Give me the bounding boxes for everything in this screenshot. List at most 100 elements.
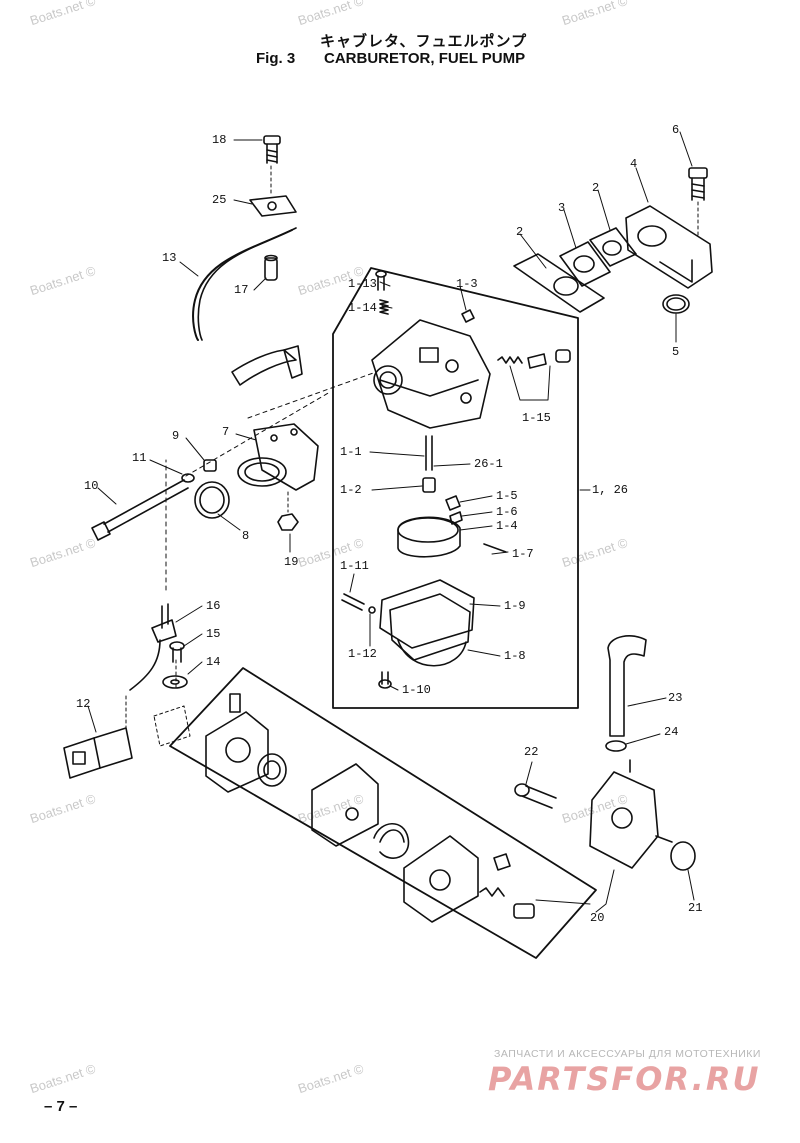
carburetor-body (371, 319, 491, 429)
callout-1-7: 1-7 (512, 547, 534, 561)
brand-subtitle: ЗАПЧАСТИ И АКСЕССУАРЫ ДЛЯ МОТОТЕХНИКИ (494, 1048, 761, 1060)
japanese-title: キャブレタ、フュエルポンプ (320, 32, 528, 50)
callout-1-9: 1-9 (504, 599, 526, 613)
callout-17: 17 (234, 283, 249, 297)
gasket-part-8 (194, 481, 230, 519)
pump-spring-part (373, 822, 410, 859)
callout-13: 13 (162, 251, 177, 265)
callout-6: 6 (672, 123, 680, 137)
spacer-part-3 (559, 241, 611, 287)
callout-1-6: 1-6 (496, 505, 518, 519)
fuel-pump-group-outline (169, 667, 597, 959)
nut-part-19 (277, 513, 299, 531)
gasket-part-1-12 (368, 606, 376, 614)
main-jet-part-1-2 (422, 477, 436, 493)
callout-1-13: 1-13 (348, 277, 377, 291)
manifold-part-4 (625, 205, 713, 289)
gasket-part-2-upper (589, 227, 637, 267)
callout-4: 4 (630, 157, 638, 171)
callout-1-1: 1-1 (340, 445, 362, 459)
callout-1-8: 1-8 (504, 649, 526, 663)
pump-cover-part (403, 835, 479, 923)
callout-14: 14 (206, 655, 221, 669)
pump-diaphragm-part (257, 753, 287, 787)
screw-part-1-13 (375, 270, 387, 291)
callout-21: 21 (688, 901, 703, 915)
callout-10: 10 (84, 479, 99, 493)
callout-1-12: 1-12 (348, 647, 377, 661)
float-pin-part-1-7 (483, 543, 507, 553)
callout-26-1: 26-1 (474, 457, 503, 471)
pump-body-part (205, 693, 269, 793)
callout-18: 18 (212, 133, 227, 147)
callout-25: 25 (212, 193, 227, 207)
float-pin-part-1-5 (445, 495, 461, 511)
brand-logo: PARTSFOR.RU (488, 1060, 761, 1098)
figure-number: Fig. 3 (256, 50, 296, 67)
gasket-part-2-lower (513, 253, 605, 313)
callout-20: 20 (590, 911, 605, 925)
spacer-part-9 (203, 459, 217, 472)
bolt-part-18 (263, 135, 281, 164)
pump-plate-part (311, 763, 379, 847)
callout-1-3: 1-3 (456, 277, 478, 291)
collar-part-17 (264, 254, 278, 281)
pilot-screw-part-1-15 (497, 349, 571, 369)
washer-part-14 (162, 675, 188, 689)
float-chamber-part-1-8 (389, 593, 471, 667)
callout-22: 22 (524, 745, 539, 759)
o-ring-part-5 (662, 294, 690, 314)
callout-1-4: 1-4 (496, 519, 518, 533)
float-part-1-4 (397, 516, 461, 558)
hose-part-23 (607, 635, 647, 737)
drain-screw-part-1-11 (341, 593, 365, 611)
plate-part-25 (249, 195, 297, 217)
hose (231, 349, 297, 386)
clip-part-24 (605, 740, 627, 752)
pump-plug-part (513, 903, 535, 919)
main-nozzle-part-1-1 (425, 435, 433, 471)
choke-knob-part-12 (63, 727, 133, 779)
callout-2-lower: 2 (516, 225, 524, 239)
figure-title: CARBURETOR, FUEL PUMP (324, 50, 526, 67)
bolt-part-6 (688, 167, 708, 201)
pump-spring-small-part (479, 887, 505, 897)
callout-24: 24 (664, 725, 679, 739)
callout-7: 7 (222, 425, 230, 439)
callout-11: 11 (132, 451, 147, 465)
screw-part-1-10 (378, 671, 392, 689)
callout-1-11: 1-11 (340, 559, 369, 573)
callout-1-2: 1-2 (340, 483, 362, 497)
fuel-pump-assembly (589, 759, 673, 869)
carburetor-group-outline (332, 267, 579, 709)
callout-9: 9 (172, 429, 180, 443)
callout-23: 23 (668, 691, 683, 705)
callout-12: 12 (76, 697, 91, 711)
washer-part-11 (181, 473, 195, 483)
callout-8: 8 (242, 529, 250, 543)
bolt-part-22 (514, 783, 557, 809)
pump-screw-part (493, 853, 511, 871)
jet-part-1-3 (461, 309, 475, 323)
intake-body-part-7 (237, 423, 319, 491)
callout-2-upper: 2 (592, 181, 600, 195)
callout-1-10: 1-10 (402, 683, 431, 697)
callout-5: 5 (672, 345, 680, 359)
callout-15: 15 (206, 627, 221, 641)
callout-3: 3 (558, 201, 566, 215)
screw-part-15 (169, 641, 185, 663)
callout-19: 19 (284, 555, 299, 569)
callout-1-26: 1, 26 (592, 483, 629, 497)
callout-1-15: 1-15 (522, 411, 551, 425)
page-number: – 7 – (44, 1098, 78, 1115)
bowl-gasket-part-1-9 (379, 579, 475, 649)
clamp-part-16 (151, 603, 177, 643)
callout-16: 16 (206, 599, 221, 613)
callout-1-14: 1-14 (348, 301, 377, 315)
o-ring-part-21 (670, 841, 696, 871)
spring-part-1-14 (379, 299, 389, 315)
bracket (153, 705, 191, 747)
callout-1-5: 1-5 (496, 489, 518, 503)
